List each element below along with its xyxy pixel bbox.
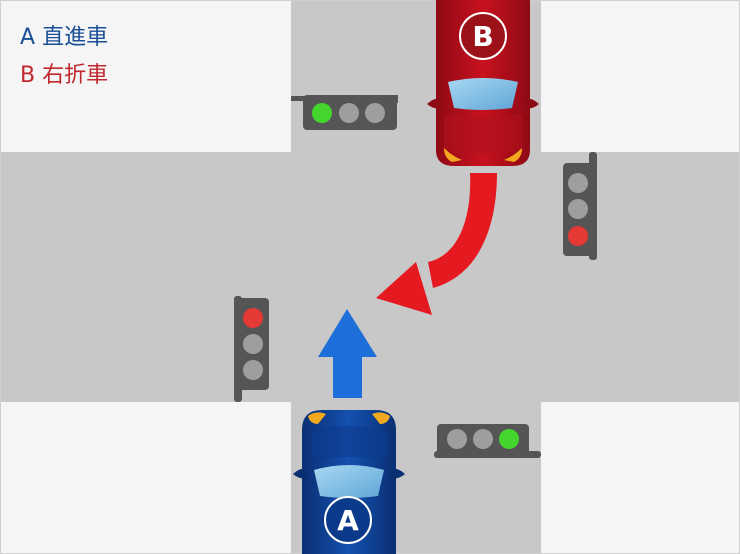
signal-top-lamp-2 [339,103,359,123]
signal-left-lamp-3 [243,360,263,380]
legend-item-a-label: 直進車 [42,25,109,50]
arrow-b-right-turn [376,173,497,315]
signal-top-lamp-1 [312,103,332,123]
signal-right-lamp-2 [568,199,588,219]
car-b-badge [459,12,507,60]
sidewalk-bottom-left [1,402,291,553]
signal-left-lamp-2 [243,334,263,354]
legend-item-a: A 直進車 [20,25,108,51]
signal-left-lamp-1 [243,308,263,328]
legend-item-b: B 右折車 [20,63,108,89]
signal-top-lamp-3 [365,103,385,123]
signal-bottom-lamp-2 [473,429,493,449]
signal-bottom-lamp-1 [447,429,467,449]
car-b: B [427,0,539,166]
sidewalk-top-right [541,1,739,152]
sidewalk-top-left [1,1,291,152]
traffic-signal-right [563,152,597,260]
car-a-badge-label: A [337,504,359,537]
arrow-a-straight [318,309,377,398]
legend-item-a-key: A [20,25,36,50]
traffic-signal-top [291,95,398,130]
car-a-badge [324,496,372,544]
legend-item-b-label: 右折車 [42,63,109,88]
car-b-badge-label: B [472,20,493,53]
signal-right-lamp-3 [568,226,588,246]
legend-item-b-key: B [20,63,36,88]
sidewalk-bottom-right [541,402,739,553]
car-a: A [293,410,405,554]
signal-bottom-lamp-3 [499,429,519,449]
signal-right-lamp-1 [568,173,588,193]
traffic-signal-left [234,296,269,402]
traffic-signal-bottom [434,424,541,458]
